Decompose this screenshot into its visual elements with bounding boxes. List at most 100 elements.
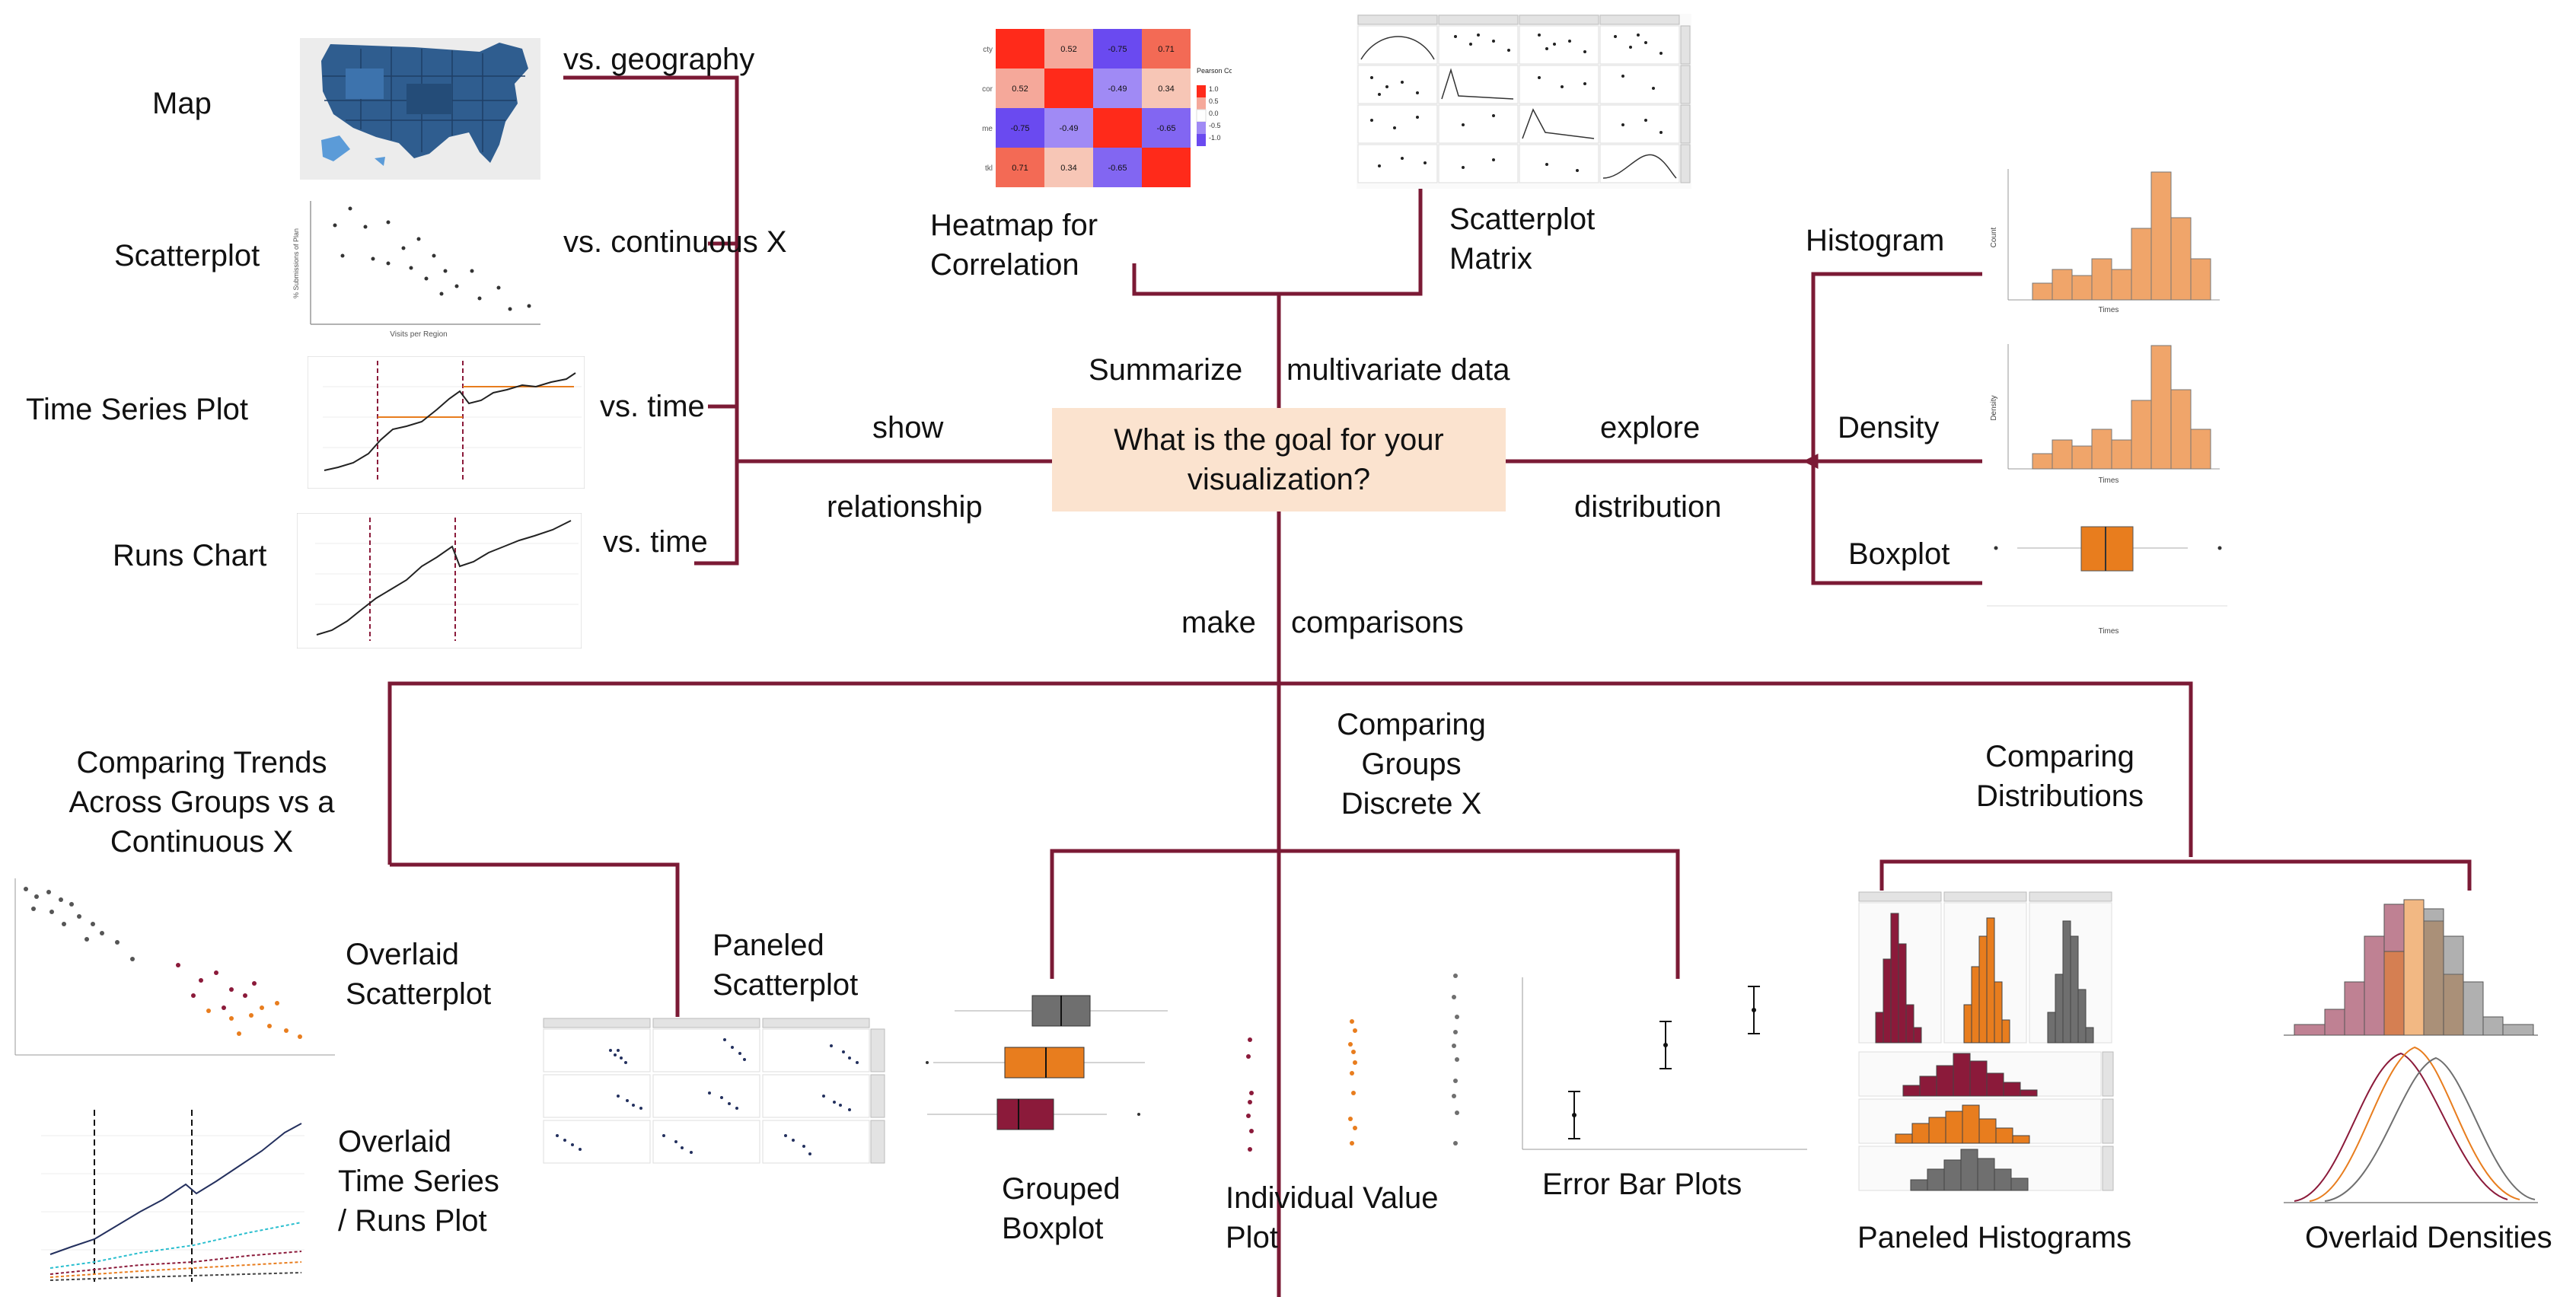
boxplot-thumbnail: Times: [1987, 518, 2230, 639]
density-thumbnail: Times Density: [1987, 339, 2227, 489]
group-trends-line2: Across Groups vs a: [69, 786, 335, 819]
chart-name-histogram: Histogram: [1806, 224, 1945, 257]
label-paneled-scatter-line2: Scatterplot: [713, 968, 859, 1002]
heatmap-cells: [996, 29, 1191, 187]
heatmap-cell-r4c2: 0.34: [1060, 164, 1076, 173]
label-overlaid-densities: Overlaid Densities: [2305, 1221, 2552, 1254]
group-distributions-line1: Comparing: [1985, 740, 2134, 773]
density-y-label: Density: [1990, 395, 1998, 420]
time-series-thumbnail: [308, 356, 585, 489]
heatmap-legend-tick-4: -0.5: [1209, 122, 1221, 129]
paneled-histograms-thumbnail: [1857, 891, 2116, 1195]
heatmap-row-label-3: me: [982, 125, 993, 133]
label-grouped-boxplot-line2: Boxplot: [1002, 1212, 1104, 1245]
heatmap-cell-r4c1: 0.71: [1012, 164, 1028, 173]
group-distributions-title: Comparing Distributions: [1900, 737, 2220, 816]
label-overlaid-ts-line1: Overlaid: [338, 1125, 451, 1158]
group-trends-line1: Comparing Trends: [76, 746, 327, 779]
heatmap-cell-r1c4: 0.71: [1158, 45, 1174, 54]
chart-name-density: Density: [1838, 411, 1940, 445]
branch-label-relationship: relationship: [827, 490, 983, 524]
overlaid-densities-thumbnail: [2279, 891, 2543, 1210]
error-bar-thumbnail: [1518, 977, 1812, 1160]
heatmap-cell-r3c2: -0.49: [1059, 124, 1078, 133]
histogram-x-label: Times: [2099, 306, 2119, 314]
histogram-thumbnail: Times Count: [1987, 161, 2227, 314]
chart-name-map: Map: [152, 87, 212, 120]
heatmap-cell-r2c3: -0.49: [1108, 84, 1127, 94]
label-heatmap-line1: Heatmap for: [930, 209, 1098, 242]
qualifier-continuous-x: vs. continuous X: [563, 225, 787, 259]
group-distributions-line2: Distributions: [1975, 779, 2144, 813]
qualifier-time: vs. time: [600, 390, 705, 423]
group-discrete-line1: Comparing: [1337, 708, 1486, 741]
group-discrete-title: Comparing Groups Discrete X: [1251, 705, 1571, 824]
goal-question-line-2: visualization?: [1187, 463, 1371, 496]
heatmap-legend-tick-1: 1.0: [1209, 85, 1219, 93]
map-thumbnail: [300, 38, 540, 180]
label-overlaid-scatter-line2: Scatterplot: [346, 977, 492, 1011]
branch-label-make: make: [1181, 606, 1256, 639]
scatter-y-axis-label: % Submissions of Plan: [292, 228, 300, 298]
scatterplot-thumbnail: Visits per Region % Submissions of Plan: [289, 195, 548, 339]
branch-label-explore: explore: [1600, 411, 1701, 445]
chart-name-scatterplot: Scatterplot: [114, 239, 260, 272]
group-discrete-line2: Groups: [1361, 747, 1462, 781]
label-heatmap-line2: Correlation: [930, 248, 1079, 282]
runs-chart-thumbnail: [297, 513, 582, 648]
label-error-bar: Error Bar Plots: [1542, 1168, 1742, 1201]
branch-label-comparisons: comparisons: [1291, 606, 1464, 639]
heatmap-row-label-1: cty: [983, 46, 993, 54]
heatmap-cell-r4c3: -0.65: [1108, 164, 1127, 173]
heatmap-legend-tick-5: -1.0: [1209, 134, 1221, 142]
qualifier-geography: vs. geography: [563, 43, 755, 76]
boxplot-x-label: Times: [2099, 627, 2119, 636]
branch-label-distribution: distribution: [1574, 490, 1722, 524]
label-paneled-scatter-line1: Paneled: [713, 929, 824, 962]
overlaid-time-series-thumbnail: [3, 1105, 308, 1295]
histogram-y-label: Count: [1990, 227, 1998, 247]
paneled-scatterplot-thumbnail: [542, 1017, 888, 1169]
chart-name-time-series-plot: Time Series Plot: [26, 393, 248, 426]
scatterplot-matrix-thumbnail: [1357, 14, 1691, 189]
label-overlaid-scatter-line1: Overlaid: [346, 938, 459, 971]
chart-name-runs-chart: Runs Chart: [113, 539, 267, 572]
chart-name-boxplot: Boxplot: [1848, 537, 1950, 571]
individual-value-thumbnail: [1233, 967, 1477, 1157]
heatmap-row-label-4: tkl: [985, 164, 993, 173]
label-paneled-histograms: Paneled Histograms: [1857, 1221, 2132, 1254]
qualifier-time-runs: vs. time: [603, 525, 708, 559]
group-discrete-line3: Discrete X: [1341, 787, 1482, 821]
density-x-label: Times: [2099, 476, 2119, 485]
branch-label-summarize: Summarize: [1089, 353, 1243, 387]
goal-question-box: What is the goal for your visualization?: [1052, 408, 1506, 511]
label-individual-value-line1: Individual Value: [1226, 1181, 1439, 1215]
heatmap-cell-r2c4: 0.34: [1158, 84, 1174, 94]
label-scatterplot-matrix-line2: Matrix: [1449, 242, 1532, 276]
group-trends-line3: Continuous X: [110, 825, 294, 859]
group-trends-title: Comparing Trends Across Groups vs a Cont…: [15, 743, 388, 862]
label-scatterplot-matrix-line1: Scatterplot: [1449, 202, 1596, 236]
heatmap-legend-tick-2: 0.5: [1209, 97, 1219, 105]
label-individual-value-line2: Plot: [1226, 1221, 1278, 1254]
branch-label-multivariate: multivariate data: [1286, 353, 1510, 387]
label-overlaid-ts-line2: Time Series: [338, 1165, 499, 1198]
heatmap-cell-r1c3: -0.75: [1108, 45, 1127, 54]
label-grouped-boxplot-line1: Grouped: [1002, 1172, 1121, 1206]
heatmap-cell-r3c1: -0.75: [1010, 124, 1029, 133]
label-overlaid-ts-line3: / Runs Plot: [338, 1204, 487, 1238]
heatmap-thumbnail: 0.52 -0.75 0.71 0.52 -0.49 0.34 -0.75 -0…: [973, 21, 1232, 196]
heatmap-cell-r2c1: 0.52: [1012, 84, 1028, 94]
grouped-boxplot-thumbnail: [924, 979, 1175, 1154]
heatmap-row-label-2: cor: [982, 85, 993, 94]
heatmap-cell-r1c2: 0.52: [1060, 45, 1076, 54]
heatmap-legend-title: Pearson Correlation: [1197, 67, 1232, 75]
overlaid-scatterplot-thumbnail: [3, 874, 338, 1072]
goal-question-line-1: What is the goal for your: [1114, 423, 1444, 457]
branch-label-show: show: [872, 411, 944, 445]
heatmap-cell-r3c4: -0.65: [1156, 124, 1175, 133]
scatter-x-axis-label: Visits per Region: [390, 330, 447, 339]
heatmap-legend-tick-3: 0.0: [1209, 110, 1219, 117]
